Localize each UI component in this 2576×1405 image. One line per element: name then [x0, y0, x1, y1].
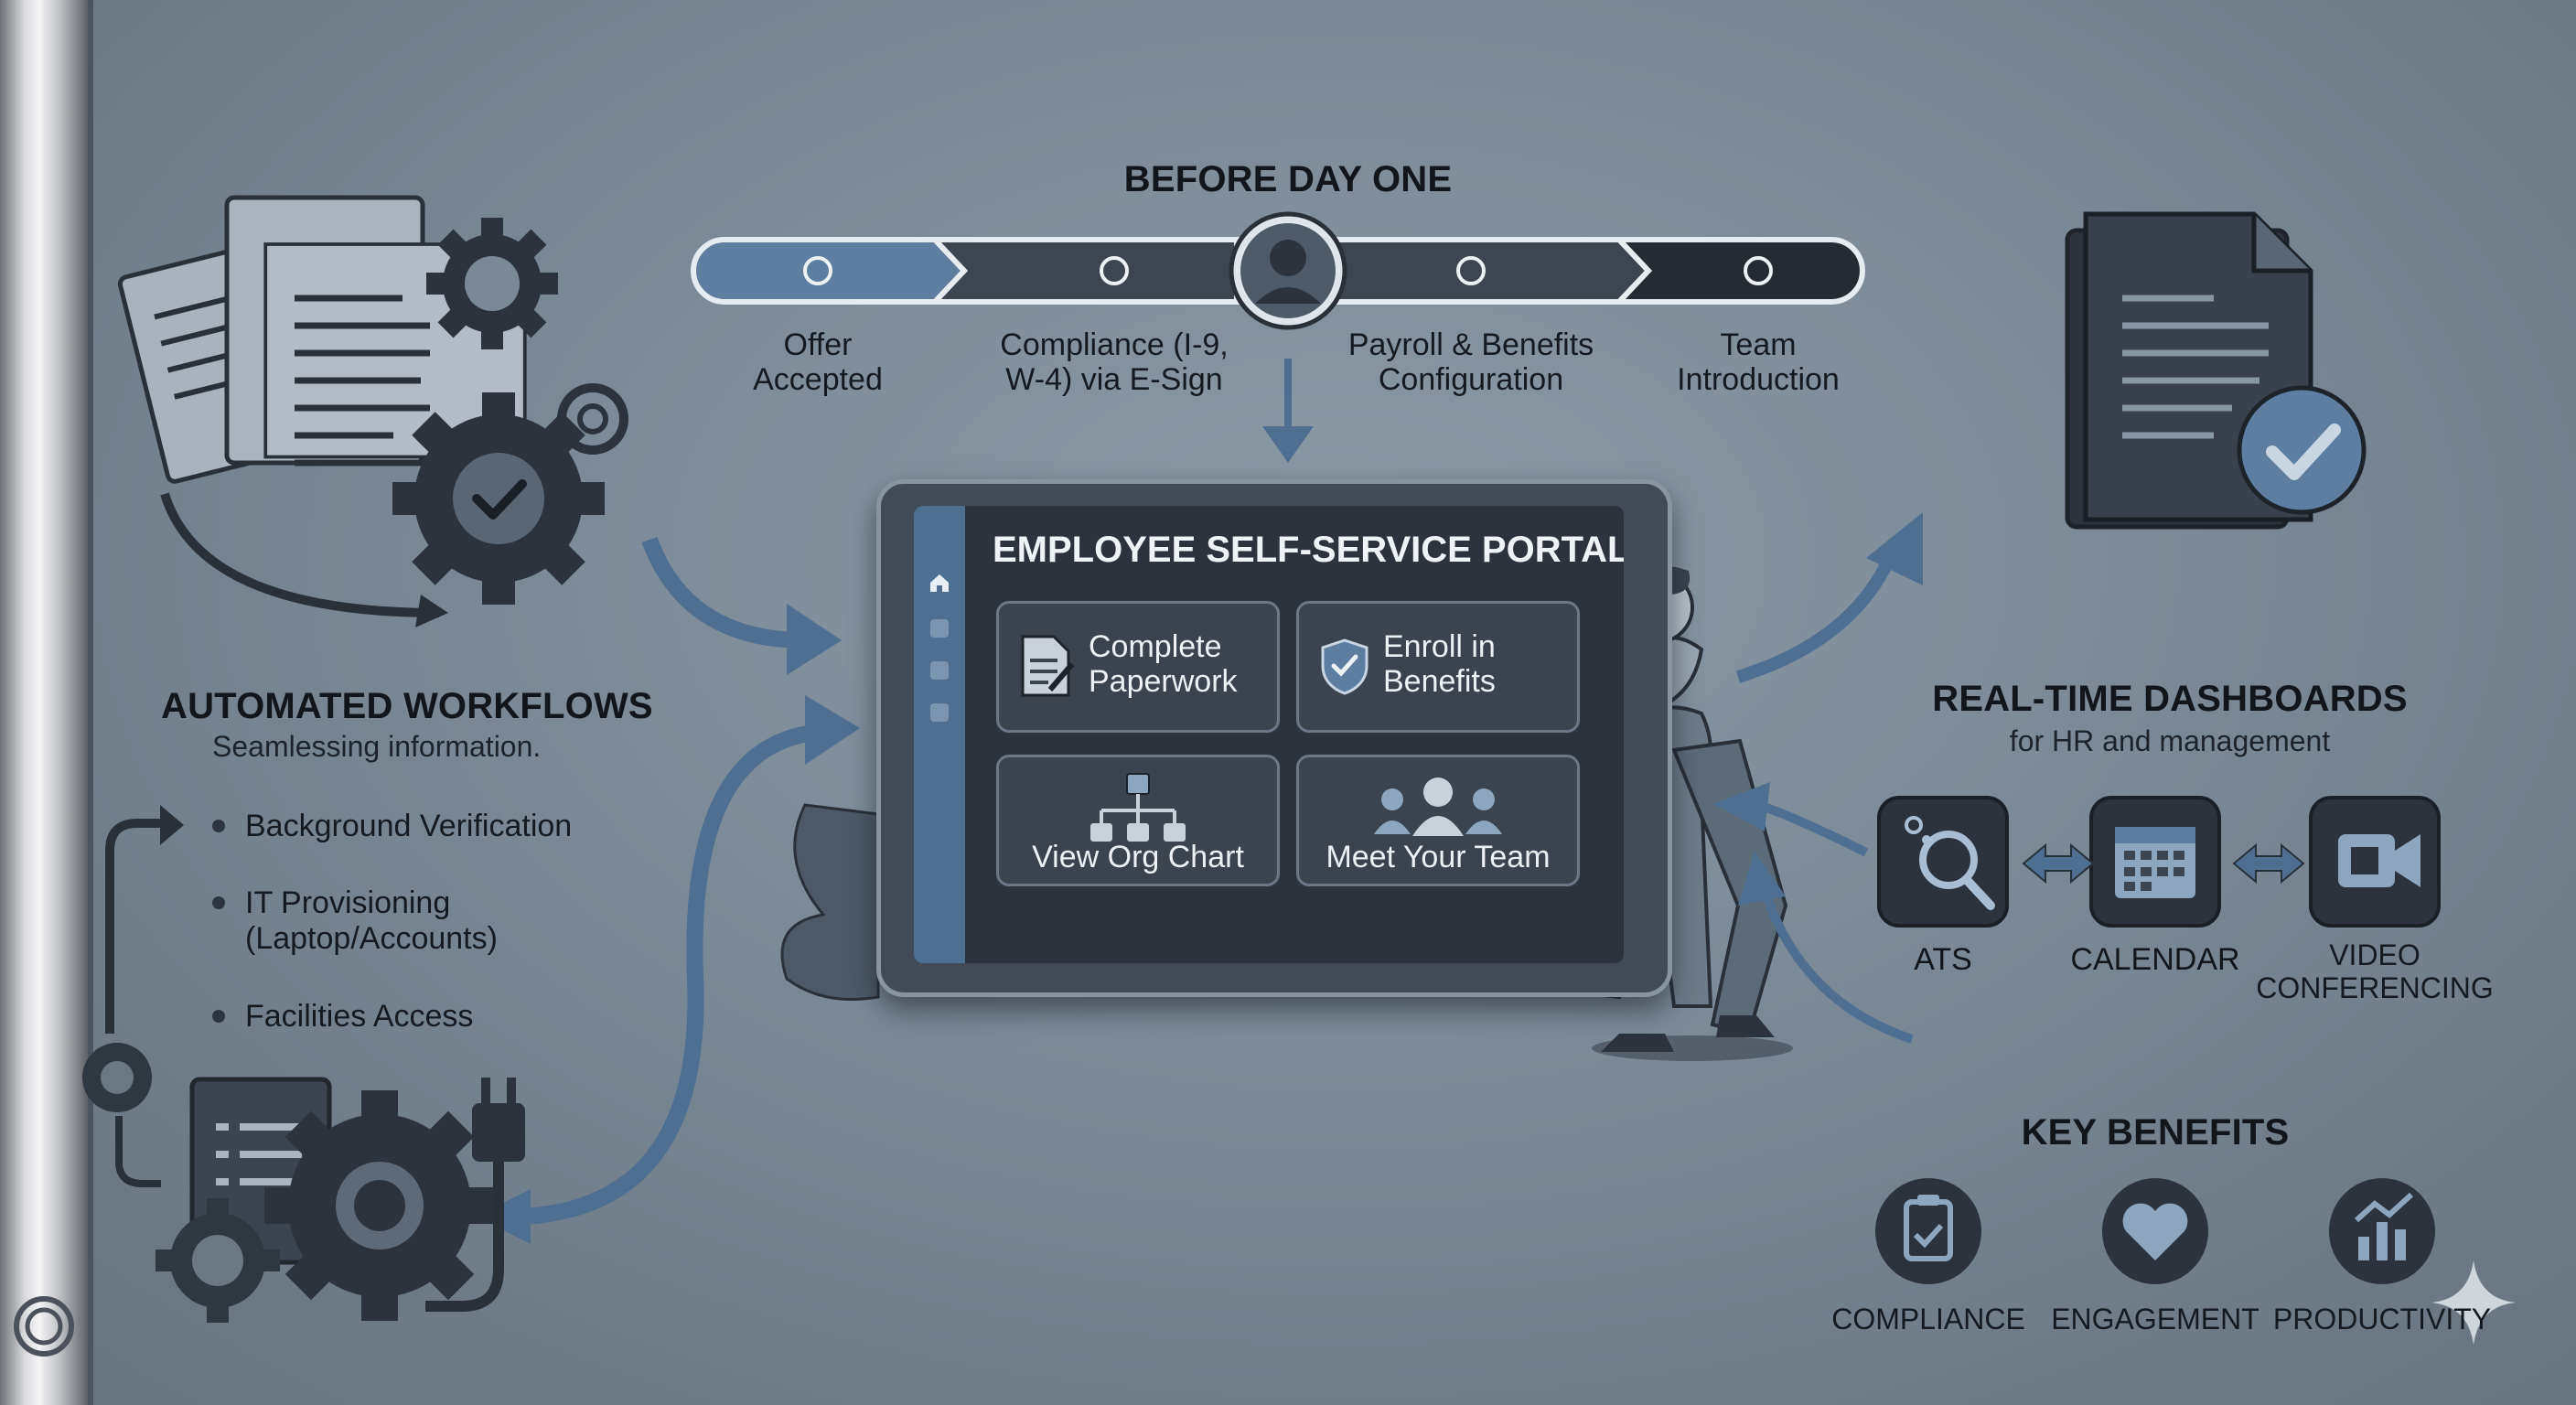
it-provisioning-gears-icon — [82, 1043, 525, 1323]
down-arrow-icon — [1262, 426, 1314, 463]
compliance-label: COMPLIANCE — [1831, 1303, 2025, 1335]
shield-check-icon — [1321, 638, 1368, 695]
timeline-step-team: Team Introduction — [1677, 327, 1840, 397]
timeline-node-2 — [1100, 256, 1129, 285]
sidebar-nav-item[interactable] — [930, 661, 949, 680]
dashboards-title: REAL-TIME DASHBOARDS — [1932, 679, 2408, 719]
document-pen-icon — [1021, 635, 1075, 697]
team-icon — [1374, 778, 1502, 836]
arrow-bottom-to-portal — [521, 724, 824, 1225]
left-bar-edge — [88, 0, 93, 1405]
ats-label: ATS — [1914, 942, 1972, 977]
arrow-portal-to-report — [1735, 546, 1900, 683]
portal-screen: EMPLOYEE SELF-SERVICE PORTAL Complete Pa… — [914, 506, 1624, 963]
approved-report-icon — [2065, 211, 2367, 530]
calendar-label: CALENDAR — [2070, 942, 2240, 977]
arrow-dashboard-to-portal-2 — [1761, 891, 1914, 1044]
timeline-step-offer: Offer Accepted — [753, 327, 883, 397]
arrow-dashboard-to-portal-1 — [1756, 800, 1869, 857]
sparkle-icon — [2431, 1260, 2516, 1345]
timeline-node-4 — [1744, 256, 1773, 285]
compliance-benefit-icon — [1875, 1178, 1981, 1284]
dashboards-subtitle: for HR and management — [2009, 724, 2331, 757]
workflow-bullet: Facilities Access — [212, 999, 473, 1035]
workflows-title: AUTOMATED WORKFLOWS — [161, 686, 653, 726]
timeline-bar — [691, 211, 1865, 330]
portal-sidebar — [914, 506, 965, 963]
calendar-app-icon — [2089, 796, 2221, 928]
workflow-bullet: IT Provisioning (Laptop/Accounts) — [212, 885, 498, 957]
timeline-step-compliance: Compliance (I-9, W-4) via E-Sign — [1000, 327, 1229, 397]
sync-arrow-icon — [2022, 842, 2305, 885]
documents-gears-icon — [117, 195, 628, 627]
left-metal-bar — [0, 0, 88, 1405]
ats-app-icon — [1877, 796, 2009, 928]
portal-title: EMPLOYEE SELF-SERVICE PORTAL — [993, 530, 1624, 570]
view-org-chart-tile[interactable]: View Org Chart — [996, 755, 1280, 886]
new-hire-avatar-icon — [1229, 211, 1347, 330]
arrow-workflows-to-portal — [641, 536, 806, 649]
workflows-subtitle: Seamlessing information. — [212, 730, 542, 763]
brand-logo-icon — [14, 1296, 74, 1357]
video-conferencing-label: VIDEO CONFERENCING — [2256, 938, 2494, 1004]
timeline-step-payroll: Payroll & Benefits Configuration — [1347, 327, 1594, 397]
timeline-title: BEFORE DAY ONE — [1123, 159, 1453, 199]
timeline-node-1 — [803, 256, 832, 285]
timeline-node-3 — [1456, 256, 1486, 285]
productivity-label: PRODUCTIVITY — [2272, 1303, 2492, 1335]
self-service-portal-tablet: EMPLOYEE SELF-SERVICE PORTAL Complete Pa… — [876, 479, 1672, 997]
sidebar-nav-item[interactable] — [930, 703, 949, 722]
meet-your-team-tile[interactable]: Meet Your Team — [1296, 755, 1580, 886]
sidebar-nav-item[interactable] — [930, 619, 949, 638]
productivity-benefit-icon — [2329, 1178, 2435, 1284]
complete-paperwork-tile[interactable]: Complete Paperwork — [996, 601, 1280, 733]
home-icon[interactable] — [927, 570, 952, 595]
org-chart-icon — [1090, 773, 1186, 842]
bullet-dot — [212, 896, 225, 909]
benefits-title: KEY BENEFITS — [2021, 1112, 2290, 1153]
bullet-dot — [212, 820, 225, 832]
engagement-label: ENGAGEMENT — [2051, 1303, 2259, 1335]
engagement-benefit-icon — [2102, 1178, 2208, 1284]
enroll-benefits-tile[interactable]: Enroll in Benefits — [1296, 601, 1580, 733]
workflow-bullet: Background Verification — [212, 809, 572, 844]
video-conferencing-app-icon — [2309, 796, 2441, 928]
bullet-dot — [212, 1010, 225, 1023]
